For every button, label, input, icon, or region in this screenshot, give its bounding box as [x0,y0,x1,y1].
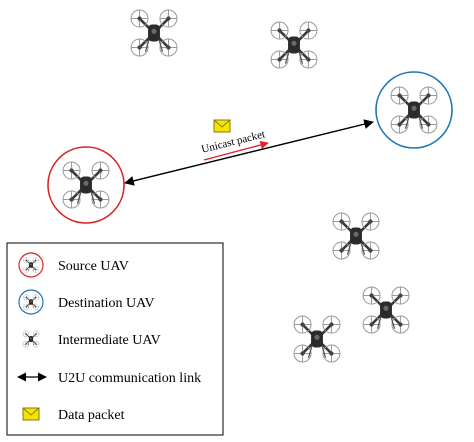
legend-item-intermediate: Intermediate UAV [22,330,161,348]
u2u-communication-link [124,119,374,186]
destination-uav-ring [375,71,453,149]
legend-label-intermediate: Intermediate UAV [58,333,161,348]
envelope-icon [22,407,40,421]
intermediate-uav-right-2 [361,285,411,335]
packet-direction-arrow [203,140,269,161]
legend: Source UAV Destination UAV Intermediate … [6,242,224,436]
drone-icon [331,211,381,261]
drone-icon [129,8,179,58]
legend-item-source: Source UAV [18,252,129,278]
intermediate-uav-top-center [269,20,319,70]
drone-icon [61,160,111,210]
intermediate-uav-top-left [129,8,179,58]
drone-icon [292,314,342,364]
source-uav-icon [18,252,44,278]
destination-uav [375,71,453,149]
intermediate-uav-right-3 [292,314,342,364]
legend-item-packet: Data packet [22,407,125,423]
intermediate-uav-right-1 [331,211,381,261]
legend-label-source: Source UAV [58,259,129,274]
destination-uav-icon [18,289,44,315]
drone-icon [269,20,319,70]
envelope-icon [213,119,231,133]
legend-box [6,242,224,436]
legend-label-link: U2U communication link [58,371,201,386]
source-uav-ring [47,146,125,224]
drone-icon [389,85,439,135]
legend-label-packet: Data packet [58,408,125,423]
legend-item-link: U2U communication link [17,371,201,386]
drone-icon [361,285,411,335]
legend-label-destination: Destination UAV [58,296,155,311]
source-uav [47,146,125,224]
legend-item-destination: Destination UAV [18,289,155,315]
